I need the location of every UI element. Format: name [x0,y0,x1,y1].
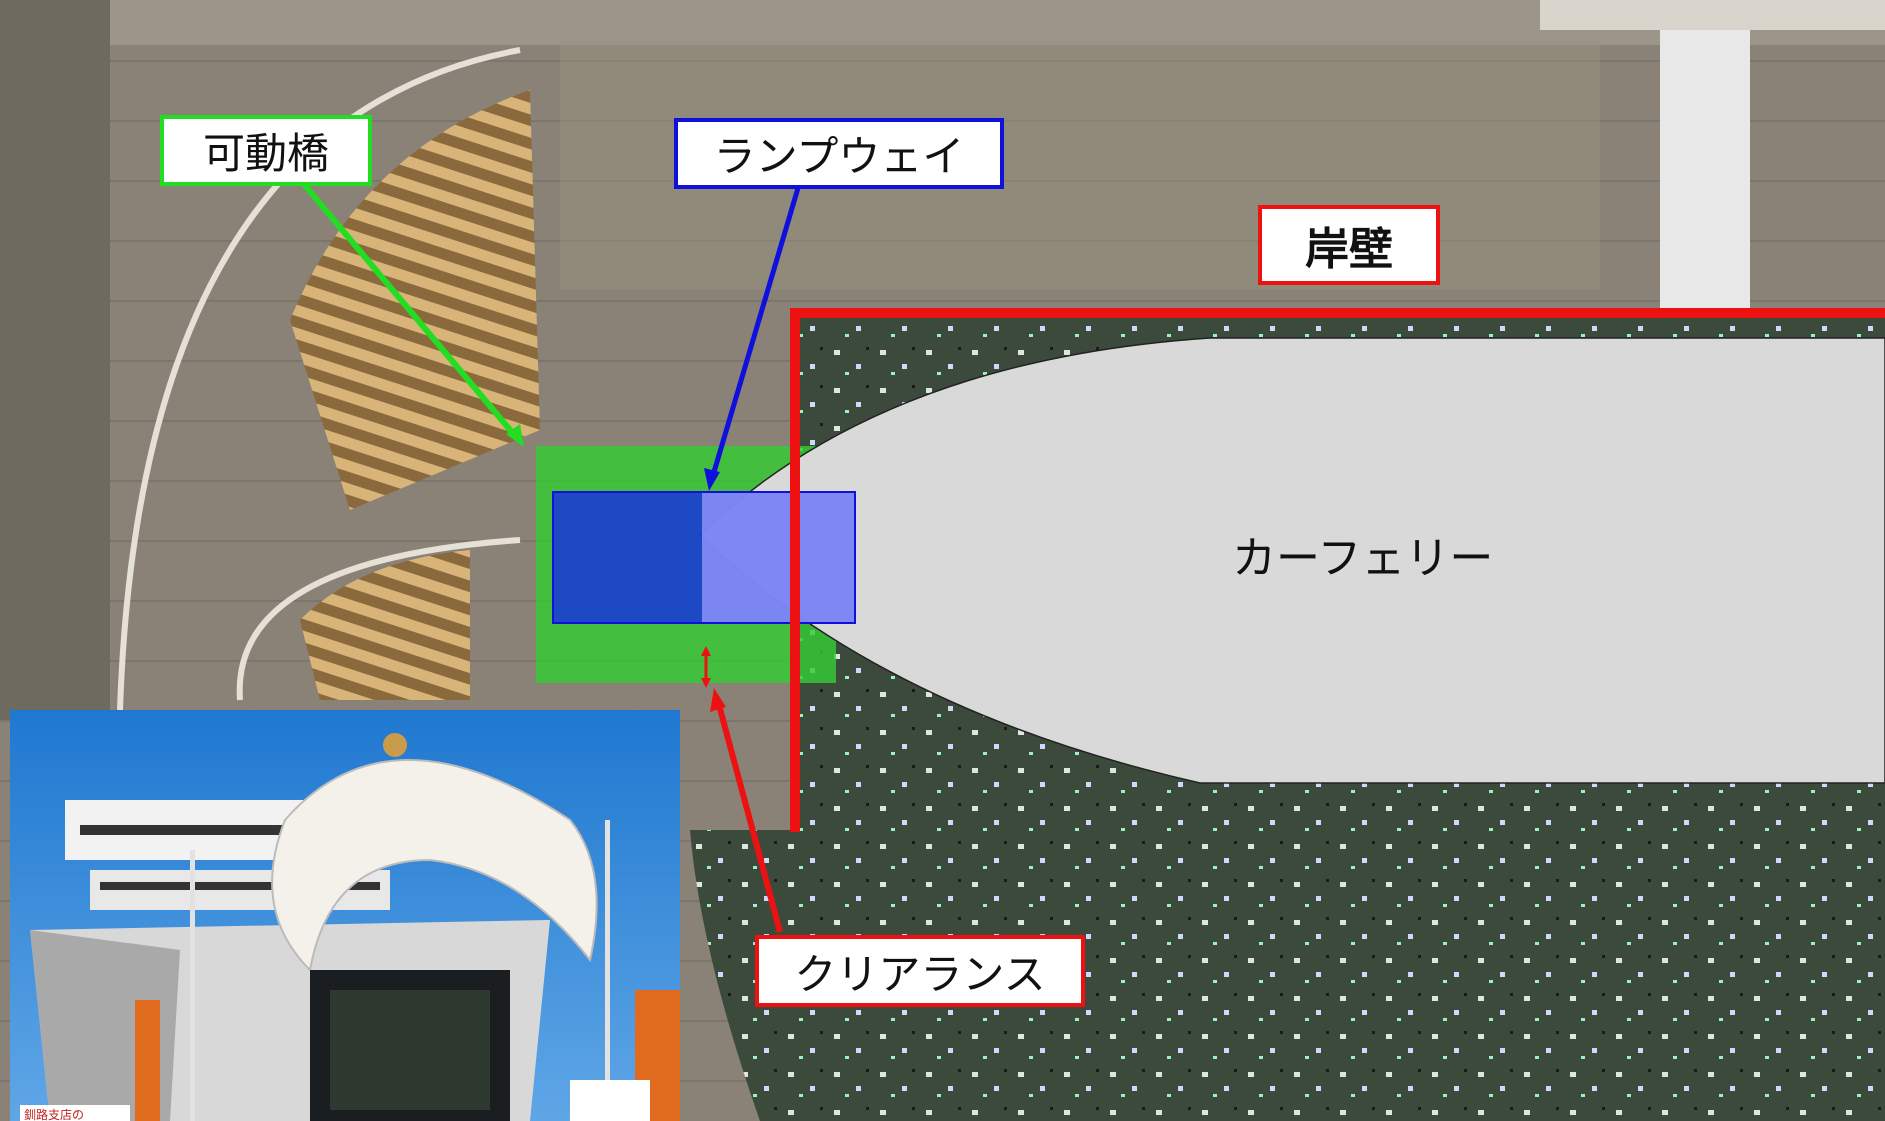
movable-bridge-label: 可動橋 [160,115,372,186]
quay-label: 岸壁 [1258,205,1440,285]
rampway-arrow-line [711,187,801,473]
bow-visor-open [271,759,598,973]
movable-bridge-label-text: 可動橋 [202,129,329,178]
road-curve-outer [117,47,521,711]
clearance-label-text: クリアランス [794,949,1046,999]
bow-visor-emblem [383,733,407,757]
ferry-windows-row-2 [100,882,380,890]
ferry-bow-photo: 釧路支店の [10,710,680,1121]
movable-bridge-arrowhead [506,424,524,447]
rampway-label: ランプウェイ [674,118,1004,189]
clearance-marker-bottom [701,678,711,688]
movable-bridge-arrow-line [299,180,519,439]
car-ferry-label: カーフェリー [1232,533,1494,584]
clearance-arrow-line [716,704,783,933]
bridge-approach-lower [300,550,470,700]
terminal-building [1660,30,1750,310]
roof-structure [1540,0,1885,30]
left-building-row [0,0,110,720]
white-barrier [570,1080,650,1121]
road-curve-inner [236,537,521,701]
rampway-outline [552,491,856,624]
ferry-windows-row-1 [80,825,330,835]
rampway-label-text: ランプウェイ [713,132,965,181]
lamp-post-left [190,850,195,1121]
quay-line [790,308,1885,832]
bridge-approach-structure [290,90,540,510]
orange-bollard-left [135,1000,160,1121]
quay-label-text: 岸壁 [1305,224,1393,275]
lamp-post-right [605,820,610,1121]
clearance-marker-top [701,646,711,656]
clearance-label: クリアランス [755,935,1085,1007]
rampway-arrowhead [704,468,720,491]
clearance-arrowhead [710,688,726,712]
photo-sign [20,1105,130,1121]
ferry-bow-photo-illustration: 釧路支店の [10,710,680,1121]
car-deck-interior [330,990,490,1110]
rampway-over-hull [702,492,855,623]
photo-sign-text: 釧路支店の [24,1107,84,1121]
